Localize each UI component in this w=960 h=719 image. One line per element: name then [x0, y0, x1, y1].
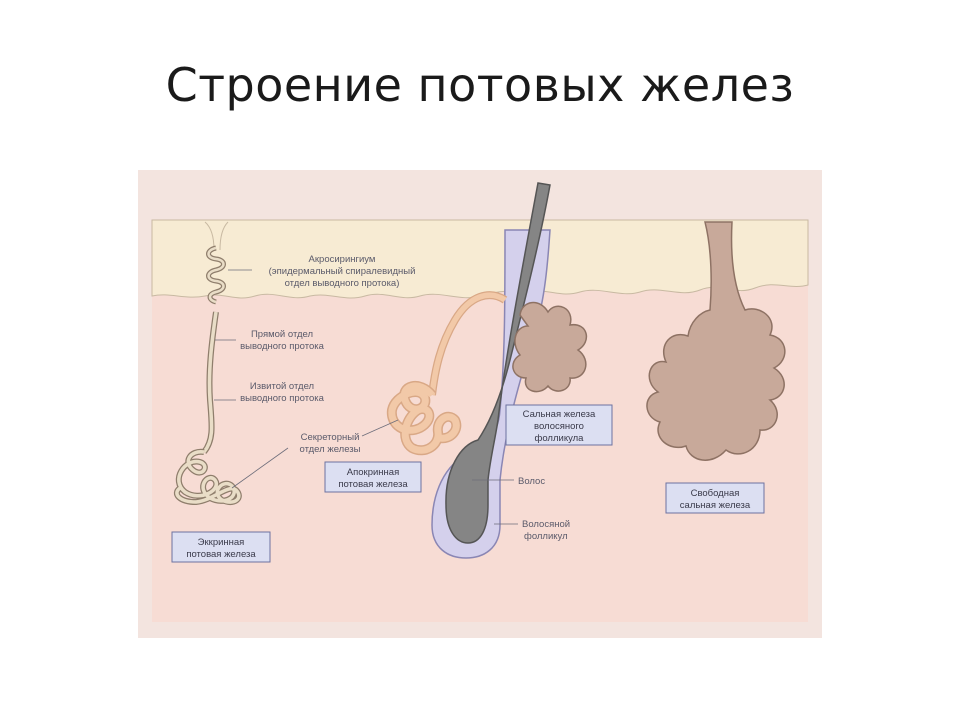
slide-title: Строение потовых желез — [165, 58, 795, 112]
label-straight-duct: Прямой отдел — [251, 329, 313, 340]
follicle-sebaceous-gland — [512, 301, 588, 393]
label-follicle: Волосяной — [522, 519, 570, 530]
skin-pore-fold — [219, 221, 229, 251]
svg-text:Эккринная: Эккринная — [198, 537, 245, 548]
svg-text:Апокринная: Апокринная — [347, 467, 399, 478]
label-secretory: Секреторный — [301, 432, 360, 443]
apocrine-secretory-coil — [388, 382, 460, 454]
free-sebaceous-gland — [646, 221, 786, 461]
label-acrosyringium: отдел выводного протока) — [285, 278, 400, 289]
eccrine-straight-duct — [202, 311, 218, 454]
label-coiled-duct: выводного протока — [240, 393, 325, 404]
svg-text:потовая железа: потовая железа — [186, 549, 256, 560]
svg-text:фолликула: фолликула — [535, 433, 585, 444]
label-coiled-duct: Извитой отдел — [250, 381, 314, 392]
box-eccrine-gland: Эккринная потовая железа — [171, 531, 271, 563]
label-straight-duct: выводного протока — [240, 341, 325, 352]
leader-secretory-apocrine — [361, 419, 399, 437]
label-hair: Волос — [518, 476, 545, 487]
apocrine-duct — [429, 292, 507, 396]
box-apocrine-gland: Апокринная потовая железа — [324, 461, 422, 493]
label-secretory: отдел железы — [300, 444, 361, 455]
eccrine-secretory-coil — [175, 450, 241, 504]
svg-text:сальная железа: сальная железа — [680, 500, 751, 511]
svg-text:волосяного: волосяного — [534, 421, 584, 432]
svg-text:Свободная: Свободная — [691, 488, 740, 499]
hair-shaft — [445, 182, 551, 544]
label-acrosyringium: Акросирингиум — [309, 254, 376, 265]
leader-secretory-eccrine — [231, 447, 289, 489]
svg-text:потовая железа: потовая железа — [338, 479, 408, 490]
label-follicle: фолликул — [524, 531, 568, 542]
label-acrosyringium: (эпидермальный спиралевидный — [269, 266, 416, 277]
box-follicle-sebaceous-gland: Сальная железа волосяного фолликула — [505, 404, 613, 446]
svg-text:Сальная железа: Сальная железа — [523, 409, 596, 420]
box-free-sebaceous-gland: Свободная сальная железа — [665, 482, 765, 514]
eccrine-acrosyringium — [207, 246, 225, 304]
